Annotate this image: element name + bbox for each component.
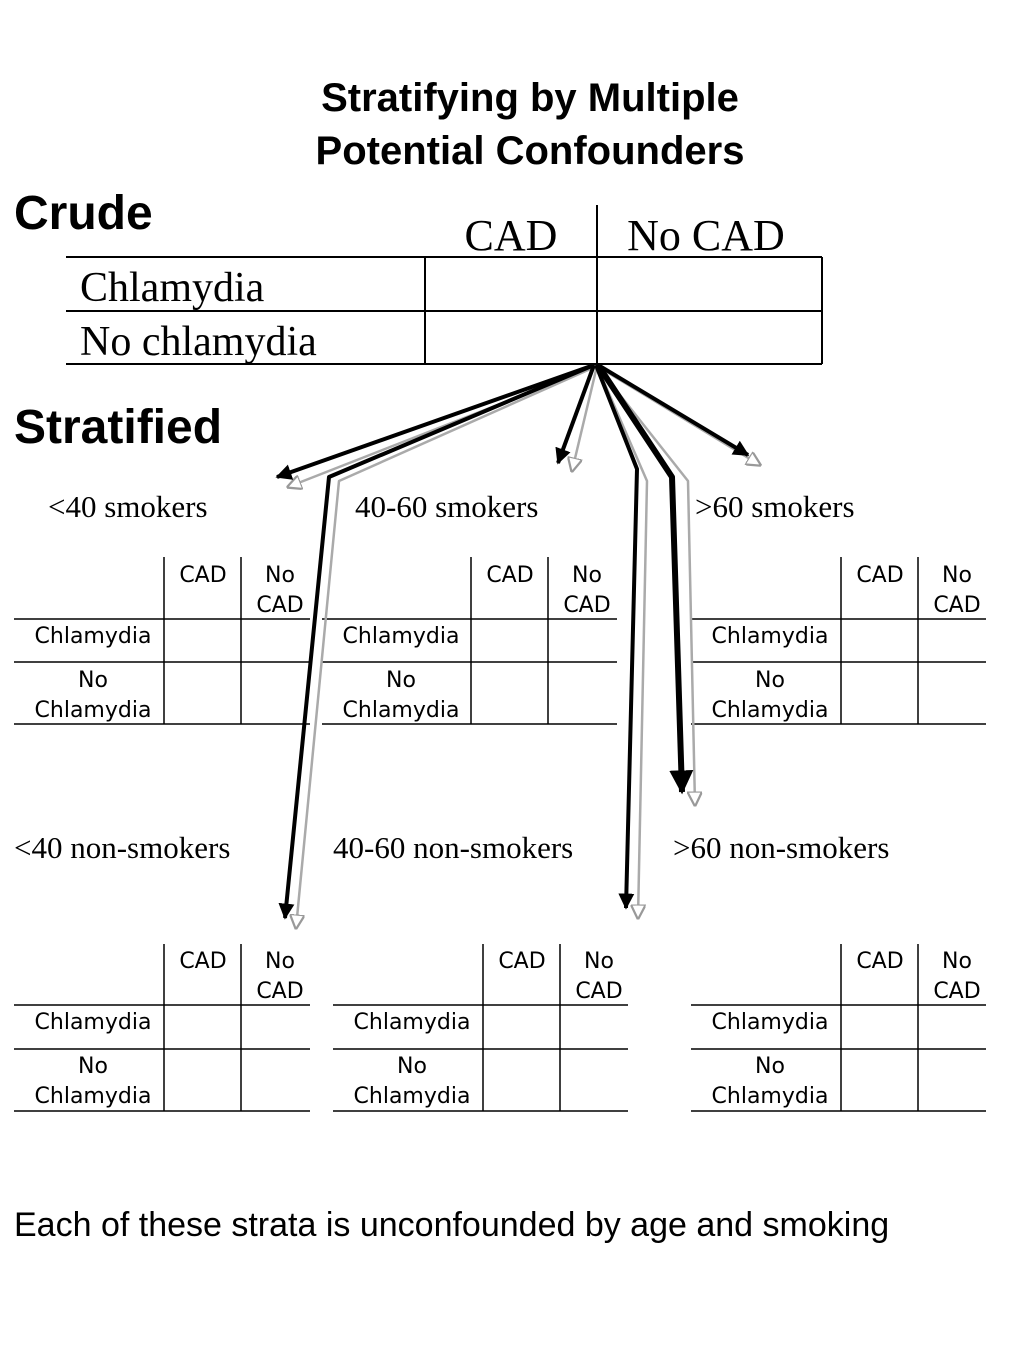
- t5-row-chlamydia: Chlamydia: [711, 1010, 829, 1035]
- dark-arrow-40-60-smokers: [555, 364, 596, 465]
- t0-col-cad: CAD: [179, 563, 227, 588]
- t2-col-cad: CAD: [856, 563, 904, 588]
- stratum-label-40-60-non-smokers: 40-60 non-smokers: [333, 830, 574, 865]
- crude-row-no-chlamydia: No chlamydia: [80, 319, 317, 365]
- crude-col-no-cad: No CAD: [627, 211, 785, 260]
- stratum-label-gt60-non-smokers: >60 non-smokers: [673, 830, 890, 865]
- crude-col-cad: CAD: [464, 211, 558, 260]
- t5-col-cad: CAD: [856, 949, 904, 974]
- t5-row-no-chlamydia: No Chlamydia: [711, 1054, 829, 1109]
- t2-row-no-chlamydia: No Chlamydia: [711, 668, 829, 723]
- t4-row-chlamydia: Chlamydia: [353, 1010, 471, 1035]
- t1-row-no-chlamydia: No Chlamydia: [342, 668, 460, 723]
- t0-col-no-cad: No CAD: [256, 563, 304, 618]
- t3-col-no-cad: No CAD: [256, 949, 304, 1004]
- dark-arrow-lt40-smokers: [275, 363, 595, 480]
- dark-arrow-lt40-non-smokers: [278, 363, 595, 920]
- t4-col-cad: CAD: [498, 949, 546, 974]
- stratum-grid-0: [14, 557, 310, 725]
- t2-row-chlamydia: Chlamydia: [711, 624, 829, 649]
- footer-note: Each of these strata is unconfounded by …: [14, 1206, 890, 1244]
- light-arrow-lt40-non-smokers: [296, 364, 598, 928]
- stratum-grid-1: [322, 557, 617, 725]
- page-title-line-2: Potential Confounders: [315, 129, 745, 173]
- page-title: Stratifying by Multiple Potential Confou…: [200, 72, 860, 178]
- page-title-line-1: Stratifying by Multiple: [321, 76, 739, 120]
- crude-table-grid: [66, 205, 823, 365]
- dark-arrow-40-60-non-smokers: [594, 364, 639, 910]
- stratum-grid-5: [691, 944, 986, 1112]
- t0-row-no-chlamydia: No Chlamydia: [34, 668, 152, 723]
- light-arrows: [288, 364, 760, 928]
- dark-arrows: [275, 363, 750, 920]
- stratum-label-40-60-smokers: 40-60 smokers: [355, 489, 539, 524]
- dark-arrow-gt60-smokers: [596, 363, 750, 457]
- t1-col-cad: CAD: [486, 563, 534, 588]
- light-arrow-40-60-non-smokers: [595, 365, 649, 918]
- dark-arrow-gt60-non-smokers: [595, 363, 694, 795]
- crude-row-chlamydia: Chlamydia: [80, 265, 265, 311]
- stratum-label-lt40-smokers: <40 smokers: [48, 489, 208, 524]
- t3-row-no-chlamydia: No Chlamydia: [34, 1054, 152, 1109]
- t1-col-no-cad: No CAD: [563, 563, 611, 618]
- light-arrow-40-60-smokers: [572, 365, 599, 471]
- t0-row-chlamydia: Chlamydia: [34, 624, 152, 649]
- stratum-label-gt60-smokers: >60 smokers: [695, 489, 855, 524]
- stratum-label-lt40-non-smokers: <40 non-smokers: [14, 830, 231, 865]
- t3-row-chlamydia: Chlamydia: [34, 1010, 152, 1035]
- crude-section-label: Crude: [14, 187, 153, 240]
- t5-col-no-cad: No CAD: [933, 949, 981, 1004]
- stratum-grid-4: [333, 944, 628, 1112]
- t4-col-no-cad: No CAD: [575, 949, 623, 1004]
- t3-col-cad: CAD: [179, 949, 227, 974]
- stratum-grid-3: [14, 944, 310, 1112]
- stratum-grid-2: [691, 557, 986, 725]
- t1-row-chlamydia: Chlamydia: [342, 624, 460, 649]
- t2-col-no-cad: No CAD: [933, 563, 981, 618]
- t4-row-no-chlamydia: No Chlamydia: [353, 1054, 471, 1109]
- stratified-section-label: Stratified: [14, 401, 223, 454]
